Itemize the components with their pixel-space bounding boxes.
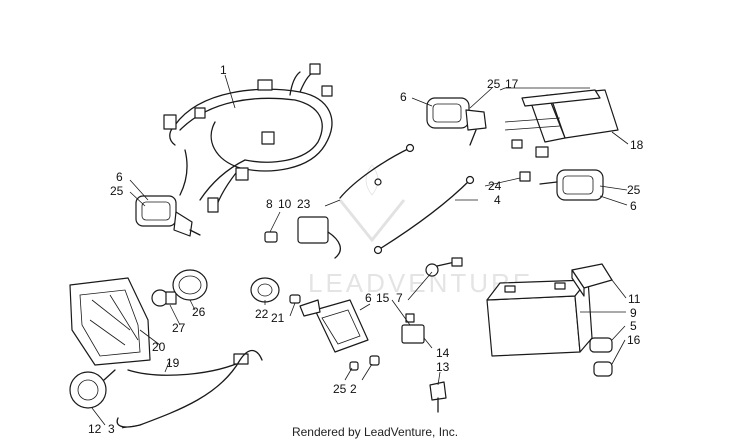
- callout-14: 14: [436, 346, 450, 360]
- part-battery: [486, 279, 593, 357]
- callout-17: 17: [505, 77, 519, 91]
- callout-12: 12: [88, 422, 102, 436]
- part-front-right-turn-signal: [426, 97, 487, 146]
- callout-6: 6: [400, 90, 407, 104]
- callout-6: 6: [116, 170, 123, 184]
- callout-25: 25: [110, 184, 124, 198]
- callout-3: 3: [108, 422, 115, 436]
- callout-11: 11: [628, 292, 641, 306]
- footer-credit: Rendered by LeadVenture, Inc.: [291, 425, 459, 439]
- callout-9: 9: [630, 306, 637, 320]
- callout-22: 22: [255, 307, 269, 321]
- part-sensor-cable: [339, 143, 415, 199]
- part-headlight-bulb: [151, 289, 177, 307]
- part-handlebar-switch: [250, 277, 301, 304]
- callout-16: 16: [627, 333, 641, 347]
- callout-2: 2: [350, 382, 357, 396]
- callout-25: 25: [627, 183, 641, 197]
- part-rear-turn-signal: [519, 169, 604, 201]
- callout-23: 23: [297, 197, 311, 211]
- callout-labels: 1 6 25 17 25 6 18 6 25 8 10 23 24 4 20 2…: [88, 63, 644, 436]
- callout-7: 7: [396, 291, 403, 305]
- part-connector: [429, 381, 447, 413]
- part-headlight: [69, 277, 151, 366]
- callout-21: 21: [271, 311, 285, 325]
- callout-18: 18: [630, 138, 644, 152]
- callout-6: 6: [365, 291, 372, 305]
- callout-26: 26: [192, 305, 206, 319]
- part-ignition-coil: [264, 216, 341, 259]
- callout-13: 13: [436, 360, 450, 374]
- callout-15: 15: [376, 291, 390, 305]
- callout-25: 25: [333, 382, 347, 396]
- callout-8: 8: [266, 197, 273, 211]
- part-horn: [69, 369, 116, 409]
- leader-lines: [91, 74, 629, 429]
- part-relay: [401, 313, 425, 344]
- part-wiring-harness: [163, 63, 333, 213]
- callout-6: 6: [630, 199, 637, 213]
- callout-1: 1: [220, 63, 227, 77]
- part-center-turn-signal: [299, 299, 369, 353]
- callout-4: 4: [494, 193, 501, 207]
- part-cable: [373, 175, 475, 255]
- part-caps: [589, 337, 613, 377]
- part-taillight-assembly: [504, 89, 619, 158]
- callout-24: 24: [488, 179, 502, 193]
- part-headlight-bezel: [172, 269, 208, 301]
- part-sensor: [425, 257, 463, 277]
- part-fasteners: [349, 355, 380, 371]
- callout-10: 10: [278, 197, 292, 211]
- callout-19: 19: [166, 356, 180, 370]
- callout-27: 27: [172, 321, 186, 335]
- callout-5: 5: [630, 319, 637, 333]
- callout-20: 20: [152, 340, 166, 354]
- callout-25: 25: [487, 77, 501, 91]
- part-front-left-turn-signal: [135, 195, 201, 237]
